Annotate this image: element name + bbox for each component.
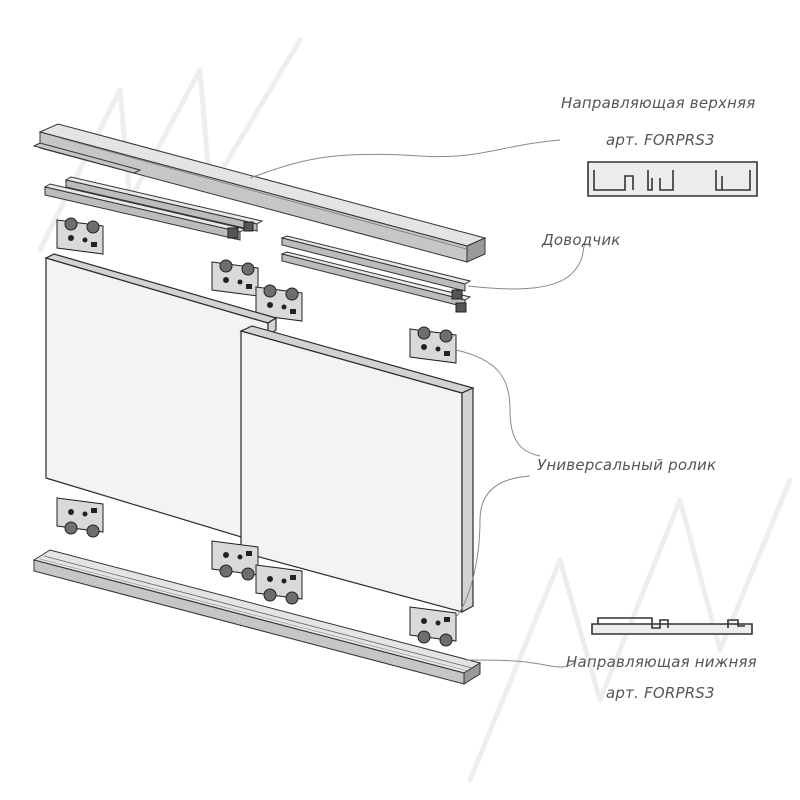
bottom-rail-label-line1: Направляющая нижняя [566,653,757,671]
watermark [37,37,793,783]
roller-top-2 [211,259,259,297]
bottom-rail-profile [591,617,753,635]
roller-top-1 [56,217,104,255]
closer-upper-right [280,235,472,313]
roller-bottom-1 [56,497,104,538]
bottom-rail [32,549,482,685]
roller-label: Универсальный ролик [537,456,716,474]
closer-label: Доводчик [541,231,621,249]
roller-bottom-2 [211,540,259,581]
door-panel-right [239,325,475,614]
roller-top-4 [409,326,457,364]
leader-lines [249,139,586,668]
roller-bottom-3 [255,564,303,605]
door-panel-left [44,253,278,546]
top-rail [32,123,487,263]
bottom-rail-label-line2: арт. FORPRS3 [606,684,715,702]
roller-top-3 [255,284,303,322]
closer-upper-left [43,176,264,241]
top-rail-profile [587,161,758,197]
top-rail-label-line2: арт. FORPRS3 [606,131,715,149]
roller-bottom-4 [409,606,457,647]
top-rail-label-line1: Направляющая верхняя [561,94,756,112]
